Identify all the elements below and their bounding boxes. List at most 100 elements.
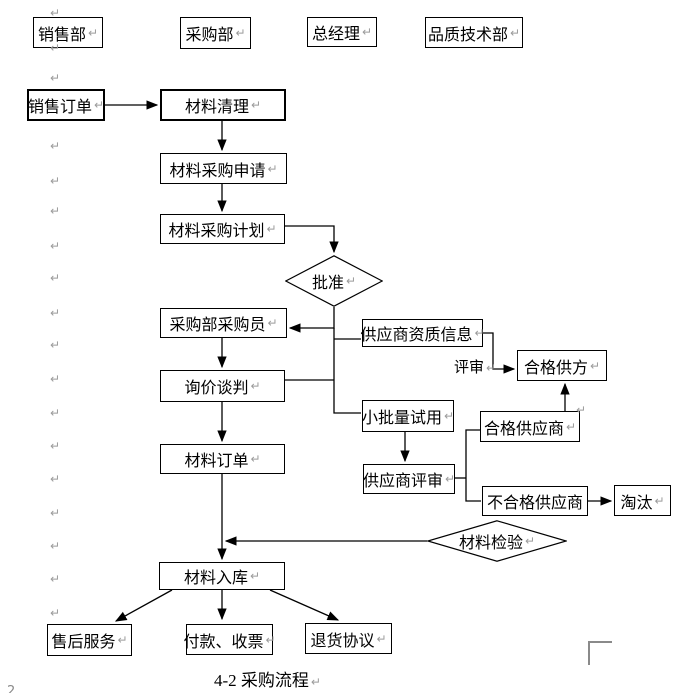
- review-label-text: 评审: [454, 360, 485, 376]
- sales-order[interactable]: 销售订单↵: [27, 89, 105, 121]
- edge-supplierinfo-to-qualifiedsupply: [483, 332, 516, 374]
- return-mark: ↵: [267, 161, 278, 176]
- page-number: 2: [7, 684, 16, 693]
- purchase-request[interactable]: 材料采购申请↵: [160, 153, 287, 184]
- material-warehousing-label: 材料入库: [183, 570, 248, 587]
- paragraph-return-mark: ↵: [50, 41, 61, 55]
- text-boundary-corner-mark: [588, 641, 612, 665]
- unqualified-supplier[interactable]: 不合格供应商: [482, 486, 588, 516]
- paragraph-return-mark: ↵: [50, 306, 61, 320]
- material-inspection-label: 材料检验: [458, 535, 523, 552]
- edge-warehousing-to-returns: [269, 589, 340, 621]
- unqualified-supplier-label: 不合格供应商: [486, 495, 583, 512]
- edge-trunk-to-trial: [333, 328, 361, 414]
- purchase-plan-label: 材料采购计划: [168, 223, 265, 240]
- paragraph-return-mark: ↵: [50, 539, 61, 553]
- return-mark: ↵: [250, 98, 262, 112]
- small-batch-trial[interactable]: 小批量试用↵: [362, 400, 454, 432]
- return-mark: ↵: [654, 493, 665, 508]
- supplier-qualification-info-label: 供应商资质信息: [360, 327, 473, 344]
- inquiry-negotiation-label: 询价谈判: [184, 380, 249, 397]
- paragraph-return-mark: ↵: [50, 406, 61, 420]
- return-mark: ↵: [250, 452, 261, 466]
- material-warehousing[interactable]: 材料入库↵: [159, 562, 285, 590]
- purchase-plan[interactable]: 材料采购计划↵: [160, 214, 285, 244]
- dept-purchasing-label: 采购部: [185, 27, 234, 44]
- purchasing-buyer[interactable]: 采购部采购员↵: [160, 308, 287, 338]
- review-label: 评审↵: [454, 356, 496, 377]
- return-mark: ↵: [443, 409, 455, 423]
- figure-caption-text: 4-2 采购流程: [214, 671, 309, 690]
- return-mark: ↵: [117, 633, 128, 647]
- paragraph-return-mark: ↵: [50, 239, 61, 253]
- payment-receipt[interactable]: 付款、收票↵: [183, 624, 276, 655]
- dept-purchasing[interactable]: 采购部↵: [180, 17, 251, 49]
- qualified-supply-side[interactable]: 合格供方↵: [517, 350, 607, 381]
- return-mark: ↵: [310, 675, 321, 689]
- dept-sales[interactable]: 销售部↵: [33, 17, 103, 48]
- material-cleanup-label: 材料清理: [184, 99, 249, 116]
- approve-decision-label: 批准: [311, 275, 344, 292]
- payment-receipt-label: 付款、收票: [183, 633, 264, 651]
- paragraph-return-mark: ↵: [50, 372, 61, 386]
- qualified-supply-side-label: 合格供方: [523, 359, 588, 377]
- paragraph-return-mark: ↵: [50, 472, 61, 486]
- edge-warehousing-to-aftersales: [114, 589, 173, 622]
- return-mark: ↵: [474, 326, 485, 340]
- purchasing-buyer-label: 采购部采购员: [169, 317, 266, 334]
- inquiry-negotiation[interactable]: 询价谈判↵: [160, 370, 285, 402]
- material-order-label: 材料订单: [184, 453, 249, 470]
- return-mark: ↵: [87, 25, 99, 40]
- paragraph-return-mark: ↵: [50, 439, 61, 453]
- paragraph-return-mark: ↵: [50, 572, 61, 586]
- return-agreement[interactable]: 退货协议↵: [305, 623, 392, 654]
- purchase-request-label: 材料采购申请: [169, 162, 266, 180]
- return-mark: ↵: [249, 569, 261, 583]
- paragraph-return-mark: ↵: [50, 6, 61, 20]
- material-inspection-diamond-shape: [427, 520, 567, 562]
- return-mark: ↵: [93, 98, 105, 112]
- return-mark: ↵: [235, 26, 246, 40]
- supplier-review-label: 供应商评审: [362, 473, 443, 490]
- return-mark: ↵: [361, 25, 373, 39]
- return-mark: ↵: [266, 222, 277, 236]
- material-cleanup[interactable]: 材料清理↵: [160, 89, 286, 121]
- after-sales-service-label: 售后服务: [51, 634, 116, 651]
- return-mark: ↵: [250, 379, 261, 393]
- dept-quality-tech[interactable]: 品质技术部↵: [425, 17, 523, 48]
- return-mark: ↵: [565, 419, 577, 434]
- return-mark: ↵: [524, 534, 536, 548]
- eliminate[interactable]: 淘汰↵: [614, 485, 671, 516]
- approve-decision[interactable]: 批准↵: [285, 255, 383, 307]
- material-inspection[interactable]: 材料检验↵: [427, 520, 567, 562]
- figure-caption: 4-2 采购流程↵: [214, 666, 321, 691]
- return-agreement-label: 退货协议: [310, 632, 375, 650]
- paragraph-return-mark: ↵: [50, 204, 61, 218]
- approve-decision-diamond-shape: [285, 255, 383, 307]
- supplier-qualification-info[interactable]: 供应商资质信息↵: [360, 319, 485, 347]
- after-sales-service[interactable]: 售后服务↵: [47, 624, 132, 656]
- edge-branch-qualified-unqualified: [465, 429, 481, 502]
- paragraph-return-mark: ↵: [50, 271, 61, 285]
- supplier-review[interactable]: 供应商评审↵: [363, 464, 455, 494]
- paragraph-return-mark: ↵: [50, 139, 61, 153]
- eliminate-label: 淘汰: [620, 494, 653, 512]
- material-order[interactable]: 材料订单↵: [160, 444, 285, 474]
- paragraph-return-mark: ↵: [50, 506, 61, 520]
- qualified-supplier-label: 合格供应商: [483, 420, 564, 438]
- sales-order-label: 销售订单: [27, 99, 92, 116]
- return-mark: ↵: [345, 274, 357, 288]
- dept-sales-label: 销售部: [37, 26, 86, 44]
- dept-general-manager[interactable]: 总经理↵: [307, 17, 377, 47]
- edge-plan-to-approve: [285, 225, 339, 254]
- small-batch-trial-label: 小批量试用: [361, 410, 442, 427]
- qualified-supplier[interactable]: 合格供应商↵: [480, 411, 580, 442]
- return-mark: ↵: [376, 631, 387, 646]
- paragraph-return-mark: ↵: [576, 403, 587, 417]
- paragraph-return-mark: ↵: [50, 606, 61, 620]
- paragraph-return-mark: ↵: [50, 174, 61, 188]
- paragraph-return-mark: ↵: [50, 338, 61, 352]
